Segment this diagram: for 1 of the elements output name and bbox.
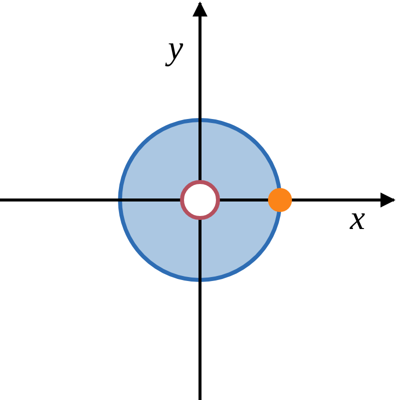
axis-label: x <box>350 202 366 236</box>
